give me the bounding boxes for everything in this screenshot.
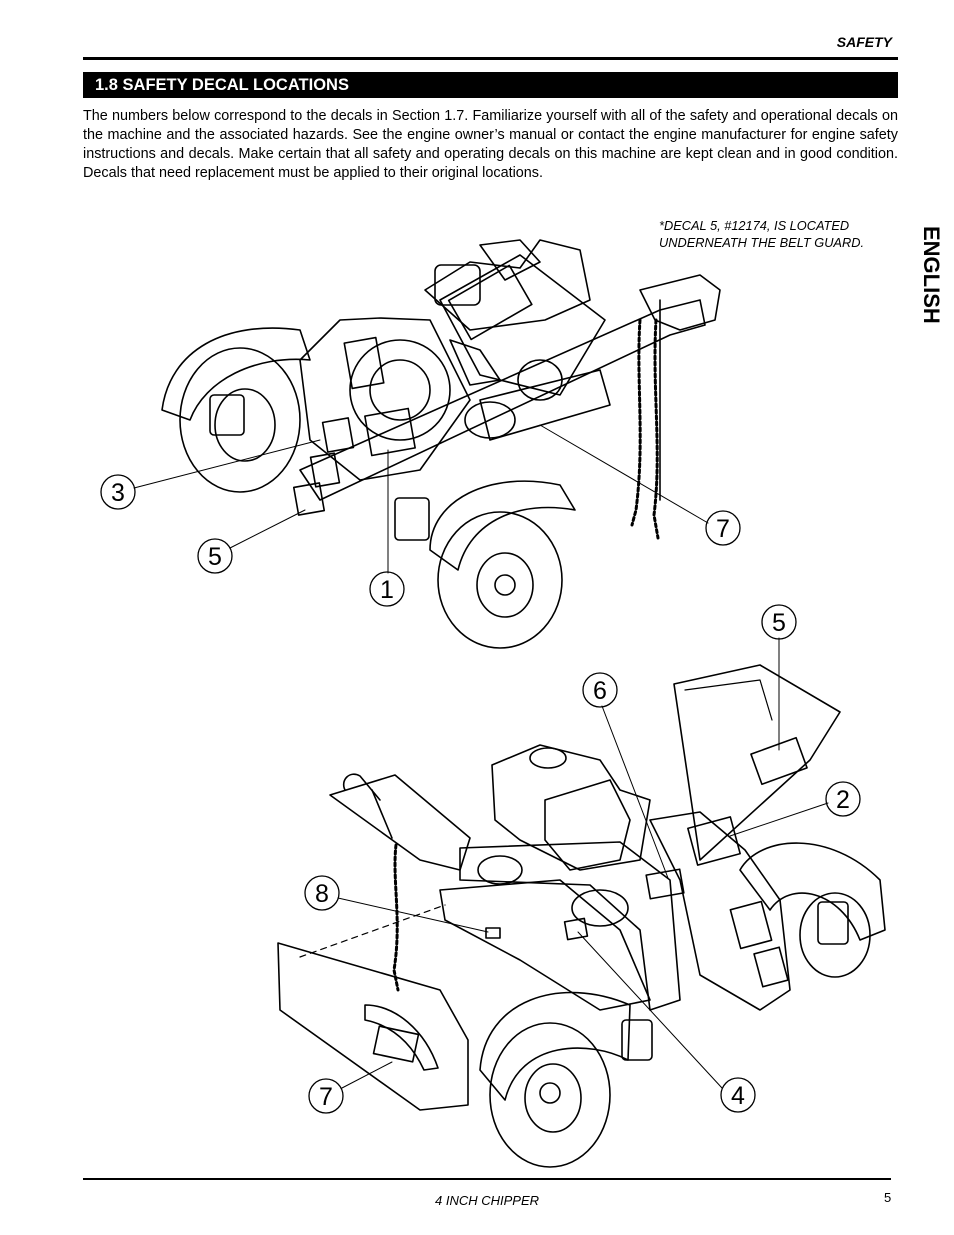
section-title: 1.8 SAFETY DECAL LOCATIONS: [83, 72, 898, 98]
rear-pulley-left: [477, 855, 523, 885]
callout-label-6: 6: [593, 677, 607, 705]
callout-circle-5b: [761, 604, 797, 640]
safety-chain-right: [652, 318, 660, 540]
decal-5-location: [309, 452, 341, 488]
callouts-top: 3 5 1 7: [100, 474, 741, 607]
decal-top-hopper: [449, 339, 501, 386]
right-tail-light: [394, 497, 430, 541]
chipper-rear-view-illustration: [277, 637, 886, 1168]
callout-circle-4: [720, 1077, 756, 1113]
callout-label-8: 8: [315, 880, 329, 908]
rear-base-plate: [439, 879, 651, 1011]
fuel-cap: [529, 747, 567, 769]
rear-left-wheel: [489, 1022, 611, 1168]
callout-circle-1: [369, 571, 405, 607]
safety-chain-left: [630, 318, 642, 527]
callout-circle-3: [100, 474, 136, 510]
callout-circle-8: [304, 875, 340, 911]
callout-label-3: 3: [111, 479, 125, 507]
left-fender: [161, 327, 311, 421]
decal-2-location: [687, 816, 741, 866]
engine-block: [424, 239, 591, 331]
left-wheel: [179, 347, 301, 493]
page-number: 5: [884, 1190, 892, 1205]
decal-3-location: [343, 336, 385, 390]
callout-circle-7b: [308, 1078, 344, 1114]
decal-5-hopper-location: [750, 736, 808, 786]
callout-circle-7: [705, 510, 741, 546]
decal-7-cover-location: [372, 1025, 420, 1063]
rotor-cover: [349, 339, 451, 441]
callouts-bottom: 5 6 2 8 7 4: [304, 604, 861, 1114]
callout-label-7: 7: [716, 515, 730, 543]
rear-right-tail-light: [817, 901, 849, 945]
rear-hopper: [673, 664, 841, 861]
rear-left-tail-light: [621, 1019, 653, 1061]
rear-safety-chain: [392, 843, 400, 992]
callout-label-1: 1: [380, 576, 394, 604]
left-tail-light: [209, 394, 245, 436]
decal-note: *DECAL 5, #12174, IS LOCATED UNDERNEATH …: [659, 217, 864, 251]
callout-label-5b: 5: [772, 609, 786, 637]
header-rule: [83, 57, 898, 60]
decal-note-line2: UNDERNEATH THE BELT GUARD.: [659, 235, 865, 250]
right-wheel: [437, 511, 563, 649]
decal-note-line1: *DECAL 5, #12174, IS LOCATED: [659, 218, 850, 233]
callout-label-4: 4: [731, 1082, 745, 1110]
decal-8-location: [485, 927, 501, 939]
callout-circle-2: [825, 781, 861, 817]
intro-paragraph: The numbers below correspond to the deca…: [83, 108, 898, 181]
footer-rule: [83, 1178, 891, 1180]
callout-label-5: 5: [208, 543, 222, 571]
frame-tongue: [299, 299, 706, 501]
chipper-housing: [299, 317, 471, 481]
callout-label-7b: 7: [319, 1083, 333, 1111]
rear-chipper-housing: [649, 811, 791, 1011]
decal-6-location: [645, 868, 685, 900]
decal-1-location: [364, 407, 416, 457]
rear-frame-tongue: [329, 774, 471, 871]
belt-guard-housing: [459, 841, 681, 1011]
footer-title: 4 INCH CHIPPER: [435, 1193, 540, 1208]
callout-label-2: 2: [836, 786, 850, 814]
header-section-label: SAFETY: [836, 34, 892, 50]
decal-4-location: [563, 917, 589, 941]
rear-right-fender: [739, 842, 886, 941]
rear-engine: [491, 744, 651, 871]
chipper-top-view-illustration: [133, 239, 721, 649]
right-fender: [429, 480, 576, 571]
top-hopper: [439, 254, 606, 396]
callout-circle-6: [582, 672, 618, 708]
rear-pulley-right: [571, 889, 629, 927]
discharge-cover-plate: [277, 942, 469, 1111]
callout-circle-5: [197, 538, 233, 574]
rear-left-fender: [479, 991, 631, 1101]
